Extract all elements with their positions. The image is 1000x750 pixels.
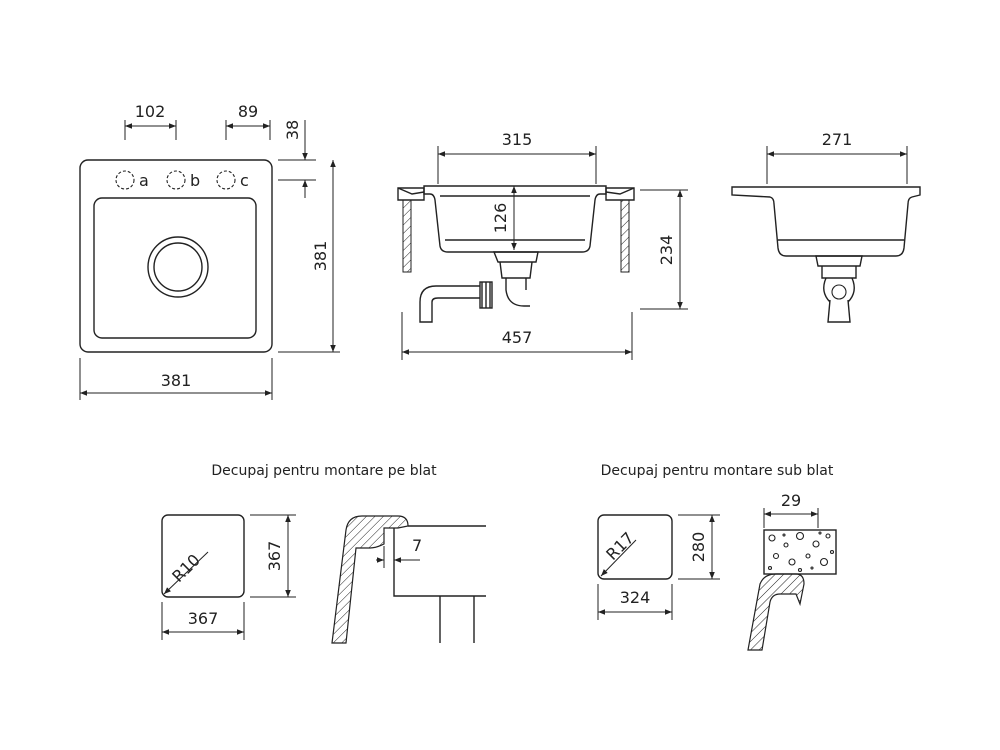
dim-top-mount-width: 367 <box>188 609 219 628</box>
dim-right-small: 38 <box>283 120 302 140</box>
cutout-square-top <box>161 514 245 598</box>
cutout-under-mount: Decupaj pentru montare sub blat R17 280 … <box>597 463 837 651</box>
countertop-section <box>763 529 837 575</box>
dim-top-left: 102 <box>135 102 166 121</box>
side-view: 315 126 234 457 <box>397 130 688 360</box>
countertop-texture <box>767 531 835 573</box>
sink-rim <box>423 185 607 253</box>
top-mount-profile-section <box>331 515 409 644</box>
dim-top-right: 89 <box>238 102 258 121</box>
tap-hole-b-label: b <box>190 171 200 190</box>
dim-bottom: 381 <box>161 371 192 390</box>
mounting-clip-left <box>397 187 425 201</box>
tap-hole-a-label: a <box>139 171 149 190</box>
tap-hole-a <box>115 170 135 190</box>
dim-end-top: 271 <box>822 130 853 149</box>
cutout-rect-under <box>597 514 673 580</box>
drain-inner <box>153 242 203 292</box>
end-sink-profile <box>731 186 921 257</box>
drain-outer <box>147 236 209 298</box>
drain-body <box>492 251 539 263</box>
caption-top-mount: Decupaj pentru montare pe blat <box>211 463 437 479</box>
dim-side-top: 315 <box>502 130 533 149</box>
dim-under-mount-detail: 29 <box>781 491 801 510</box>
sink-outline <box>79 159 273 353</box>
dim-under-mount-width: 324 <box>620 588 651 607</box>
dim-under-mount-height: 280 <box>689 532 708 563</box>
dim-side-depth: 126 <box>491 203 510 234</box>
dim-top-mount-detail: 7 <box>412 536 422 555</box>
tap-hole-b <box>166 170 186 190</box>
dim-right: 381 <box>311 241 330 272</box>
under-mount-profile-section <box>747 573 805 651</box>
bowl-outline <box>93 197 257 339</box>
radius-under-mount: R17 <box>602 528 638 564</box>
tap-hole-c <box>216 170 236 190</box>
tap-hole-c-label: c <box>240 171 249 190</box>
siphon-pipe <box>419 285 480 323</box>
caption-under-mount: Decupaj pentru montare sub blat <box>601 463 834 479</box>
radius-top-mount: R10 <box>168 550 204 586</box>
dim-top-mount-height: 367 <box>265 541 284 572</box>
dim-side-height: 234 <box>657 235 676 266</box>
dim-side-bottom: 457 <box>502 328 533 347</box>
top-view: a b c 102 89 38 381 381 <box>79 102 340 400</box>
mounting-clip-right <box>605 187 635 201</box>
cutout-top-mount: Decupaj pentru montare pe blat R10 367 3… <box>161 463 486 644</box>
end-view: 271 <box>731 130 921 323</box>
